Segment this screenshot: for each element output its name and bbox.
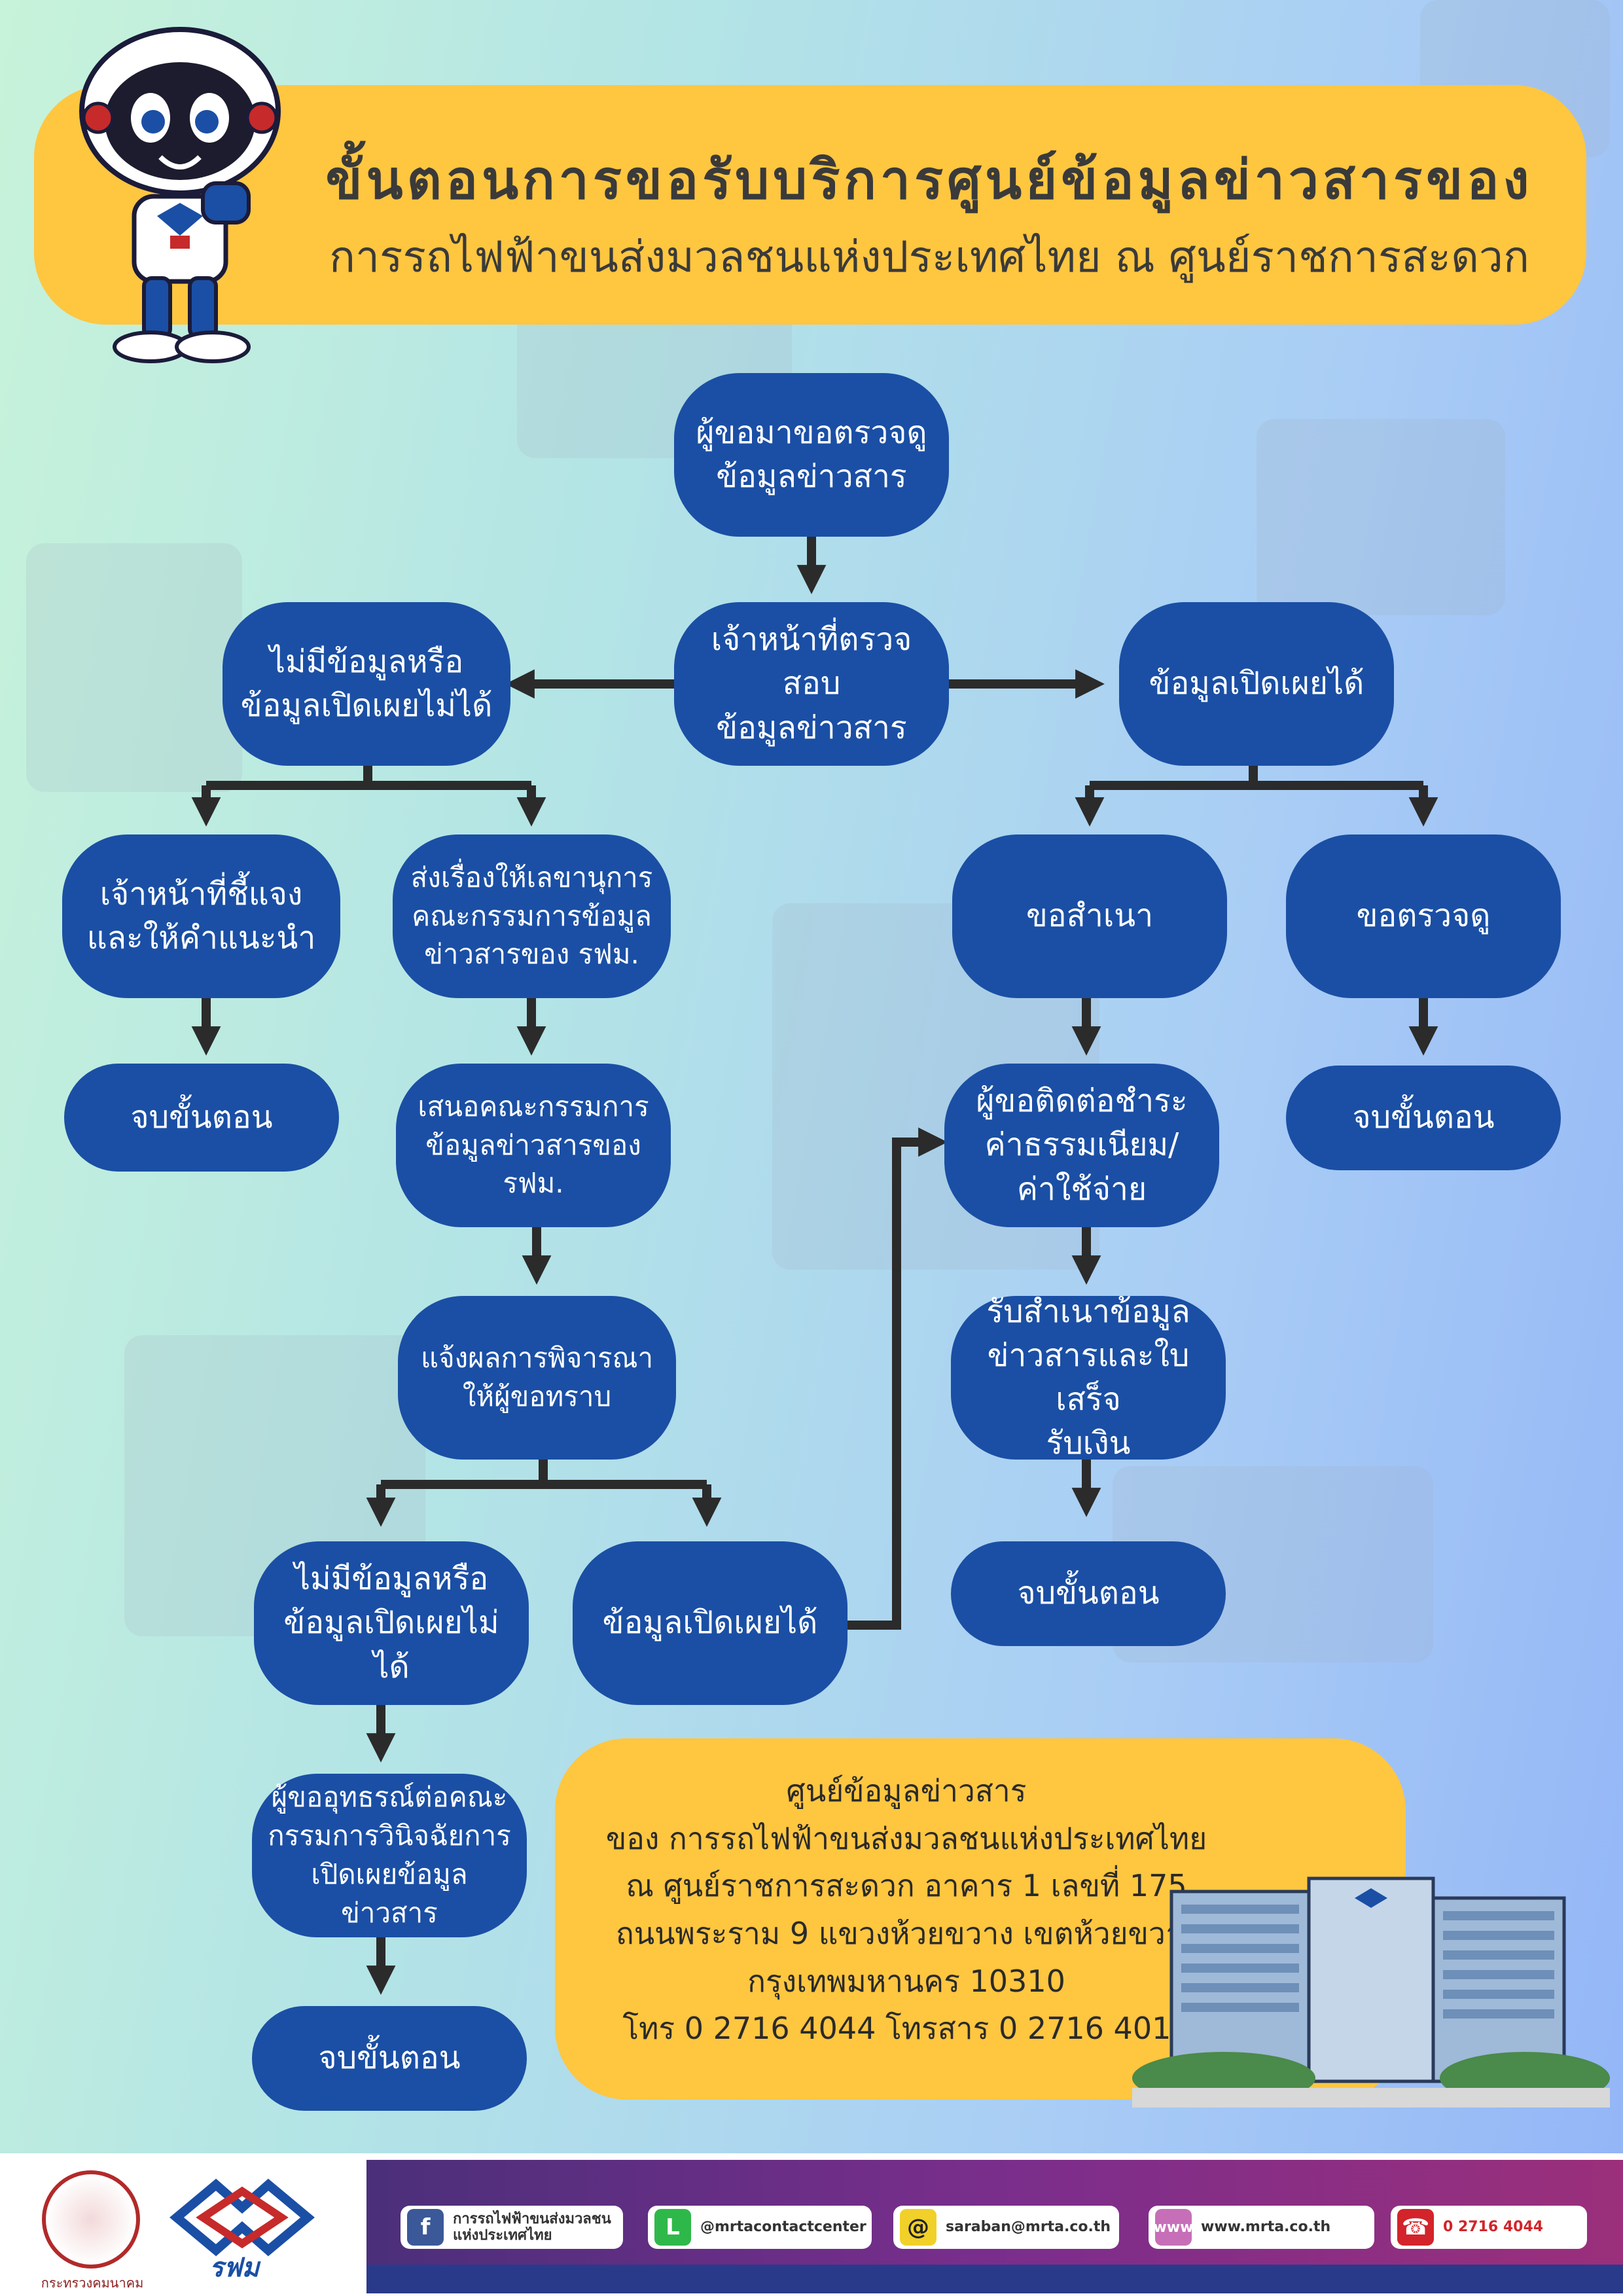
contact-organization: ของ การรถไฟฟ้าขนส่งมวลชนแห่งประเทศไทย <box>605 1820 1207 1856</box>
contact-address: ถนนพระราม 9 แขวงห้วยขวาง เขตห้วยขวาง <box>615 1916 1198 1952</box>
line-icon: L <box>654 2209 691 2246</box>
node-not-available: ไม่มีข้อมูลหรือ ข้อมูลเปิดเผยไม่ได้ <box>254 1541 529 1705</box>
node-end: จบขั้นตอน <box>64 1064 339 1172</box>
arrow-available2-to-pay <box>847 1127 948 1630</box>
node-request-view: ขอตรวจดู <box>1286 834 1561 998</box>
contact-info-text: ศูนย์ข้อมูลข่าวสาร ของ การรถไฟฟ้าขนส่งมว… <box>576 1767 1237 2053</box>
node-notify-result: แจ้งผลการพิจารณา ให้ผู้ขอทราบ <box>398 1296 676 1460</box>
node-officer-check: เจ้าหน้าที่ตรวจสอบ ข้อมูลข่าวสาร <box>674 602 949 766</box>
node-end: จบขั้นตอน <box>252 2006 527 2111</box>
contact-phone-fax: โทร 0 2716 4044 โทรสาร 0 2716 4019 <box>622 2011 1190 2047</box>
page-title: ขั้นตอนการขอรับบริการศูนย์ข้อมูลข่าวสารข… <box>325 149 1533 211</box>
page-subtitle: การรถไฟฟ้าขนส่งมวลชนแห่งประเทศไทย ณ ศูนย… <box>329 232 1529 282</box>
phone-icon: ☎ <box>1397 2209 1434 2246</box>
node-pay-fee: ผู้ขอติดต่อชำระ ค่าธรรมเนียม/ ค่าใช้จ่าย <box>944 1064 1219 1227</box>
contact-center-name: ศูนย์ข้อมูลข่าวสาร <box>786 1773 1027 1808</box>
globe-icon: www <box>1154 2209 1194 2246</box>
node-appeal: ผู้ขออุทธรณ์ต่อคณะ กรรมการวินิจฉัยการ เป… <box>252 1774 527 1937</box>
title-banner <box>34 85 1586 325</box>
node-propose-committee: เสนอคณะกรรมการ ข้อมูลข่าวสารของ รฟม. <box>396 1064 671 1227</box>
line-label: @mrtacontactcenter <box>700 2219 866 2236</box>
email-label: saraban@mrta.co.th <box>946 2219 1111 2236</box>
node-end: จบขั้นตอน <box>951 1541 1226 1646</box>
email-icon: @ <box>900 2209 936 2246</box>
website-link[interactable]: www www.mrta.co.th <box>1149 2206 1374 2249</box>
facebook-label: การรถไฟฟ้าขนส่งมวลชน แห่งประเทศไทย <box>453 2210 611 2244</box>
node-available: ข้อมูลเปิดเผยได้ <box>1119 602 1394 766</box>
node-forward-committee: ส่งเรื่องให้เลขานุการ คณะกรรมการข้อมูล ข… <box>393 834 671 998</box>
document-decoration <box>1257 419 1505 615</box>
phone-label: 0 2716 4044 <box>1443 2219 1544 2236</box>
phone-link[interactable]: ☎ 0 2716 4044 <box>1391 2206 1587 2249</box>
node-not-available: ไม่มีข้อมูลหรือ ข้อมูลเปิดเผยไม่ได้ <box>223 602 510 766</box>
node-officer-explain: เจ้าหน้าที่ชี้แจง และให้คำแนะนำ <box>62 834 340 998</box>
email-link[interactable]: @ saraban@mrta.co.th <box>893 2206 1119 2249</box>
node-request-copy: ขอสำเนา <box>952 834 1227 998</box>
facebook-icon: f <box>407 2209 444 2246</box>
ministry-label: กระทรวงคมนาคม <box>41 2275 144 2291</box>
building-illustration <box>1132 1876 1610 2108</box>
node-available: ข้อมูลเปิดเผยได้ <box>573 1541 847 1705</box>
branch-bottom <box>381 1460 707 1489</box>
branch-left <box>206 766 531 790</box>
ministry-seal-logo <box>42 2170 140 2269</box>
mascot-illustration <box>79 27 281 363</box>
website-label: www.mrta.co.th <box>1201 2219 1331 2236</box>
facebook-link[interactable]: f การรถไฟฟ้าขนส่งมวลชน แห่งประเทศไทย <box>401 2206 623 2249</box>
contact-address: ณ ศูนย์ราชการสะดวก อาคาร 1 เลขที่ 175 <box>626 1868 1187 1904</box>
contact-address: กรุงเทพมหานคร 10310 <box>747 1963 1065 1999</box>
node-end: จบขั้นตอน <box>1286 1066 1561 1170</box>
document-decoration <box>26 543 242 792</box>
branch-right <box>1090 766 1423 790</box>
node-receive-copy: รับสำเนาข้อมูล ข่าวสารและใบเสร็จ รับเงิน <box>951 1293 1226 1462</box>
node-request-view: ผู้ขอมาขอตรวจดู ข้อมูลข่าวสาร <box>674 373 949 537</box>
mrta-logo-text: รฟม <box>209 2253 261 2283</box>
mrta-logo: รฟม <box>169 2178 315 2283</box>
line-link[interactable]: L @mrtacontactcenter <box>648 2206 872 2249</box>
